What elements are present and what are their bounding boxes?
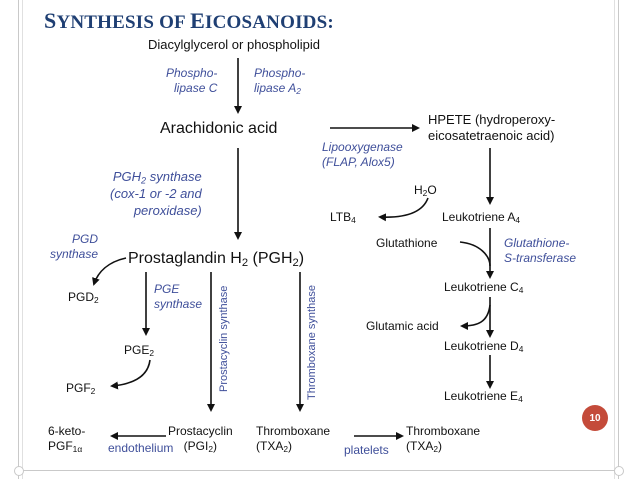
enzyme-pgh-line1: PGH2 synthase: [112, 169, 202, 186]
node-prostacyclin-line2: (PGI2): [183, 439, 218, 455]
node-keto-line2: PGF1α: [48, 439, 83, 455]
node-thromboxane-left-line1: Thromboxane: [256, 424, 331, 438]
frame-right-inner-line: [614, 0, 615, 479]
node-prostacyclin-line1: Prostacyclin: [168, 424, 233, 438]
node-pge2: PGE2: [124, 343, 155, 359]
enzyme-plc-line1: Phospho-: [166, 66, 218, 80]
node-prostacyclin: Prostacyclin (PGI2): [168, 424, 233, 454]
enzyme-pgd-synthase: PGD synthase: [50, 232, 98, 262]
enzyme-pge-line2: synthase: [154, 297, 203, 311]
node-hpete-line1: HPETE (hydroperoxy-: [428, 112, 556, 127]
node-pgd2: PGD2: [68, 290, 99, 306]
enzyme-pgh-line2: (cox-1 or -2 and: [110, 186, 202, 201]
node-water: H2O: [414, 183, 437, 199]
enzyme-thromboxane-synthase: Thromboxane synthase: [306, 285, 318, 400]
enzyme-phospholipase-a2: Phospho- lipase A2: [254, 66, 305, 96]
node-leukotriene-c4: Leukotriene C4: [444, 280, 524, 296]
arrow-pge2-to-pgf2: [110, 359, 151, 390]
frame-corner-left: [14, 466, 24, 476]
node-ltb4: LTB4: [330, 210, 356, 226]
enzyme-prostacyclin-synthase: Prostacyclin synthase: [218, 285, 230, 392]
arrow-glutathione-curve: [459, 241, 491, 267]
node-hpete-line2: eicosatetraenoic acid): [428, 128, 555, 143]
enzyme-lipo-line2: (FLAP, Alox5): [322, 155, 395, 169]
enzyme-pgh-line3: peroxidase): [133, 203, 202, 218]
enzyme-lipooxygenase: Lipooxygenase (FLAP, Alox5): [322, 140, 403, 170]
enzyme-glutathione-s-transferase: Glutathione- S-transferase: [504, 236, 576, 266]
node-thromboxane-left: Thromboxane (TXA2): [256, 424, 330, 454]
node-glutamic-acid: Glutamic acid: [366, 319, 439, 333]
node-keto-line1: 6-keto-: [48, 424, 86, 438]
enzyme-pgh2-synthase: PGH2 synthase (cox-1 or -2 and peroxidas…: [110, 168, 202, 219]
enzyme-lipo-line1: Lipooxygenase: [322, 140, 403, 154]
node-leukotriene-e4: Leukotriene E4: [444, 389, 523, 405]
node-pgf2: PGF2: [66, 381, 96, 397]
frame-bottom-line: [18, 470, 619, 471]
frame-right-line: [618, 0, 619, 479]
frame-left-inner-line: [22, 0, 23, 479]
node-thromboxane-left-line2: (TXA2): [256, 439, 293, 455]
node-diacylglycerol: Diacylglycerol or phospholipid: [148, 37, 320, 52]
slide-title: SYNTHESIS OF EICOSANOIDS:: [44, 8, 334, 33]
node-thromboxane-right: Thromboxane (TXA2): [406, 424, 480, 454]
enzyme-phospholipase-c: Phospho- lipase C: [166, 66, 217, 96]
enzyme-pgd-line2: synthase: [50, 247, 99, 261]
label-endothelium: endothelium: [108, 441, 174, 455]
enzyme-pge-line1: PGE: [154, 282, 180, 296]
frame-corner-right: [614, 466, 624, 476]
node-thromboxane-right-line1: Thromboxane: [406, 424, 481, 438]
enzyme-pla-line1: Phospho-: [254, 66, 306, 80]
node-6-keto-pgf1a: 6-keto- PGF1α: [48, 424, 85, 454]
node-prostaglandin-h2: Prostaglandin H2 (PGH2): [128, 250, 305, 269]
enzyme-gst-line1: Glutathione-: [504, 236, 570, 250]
arrow-pgh2-to-pgd2: [92, 257, 127, 286]
node-leukotriene-a4: Leukotriene A4: [442, 210, 521, 226]
arrow-ltc4-to-glutamic: [460, 304, 491, 330]
enzyme-gst-line2: S-transferase: [504, 251, 577, 265]
node-thromboxane-right-line2: (TXA2): [406, 439, 443, 455]
enzyme-pgd-line1: PGD: [72, 232, 99, 246]
page-number-badge: 10: [582, 405, 608, 431]
enzyme-plc-line2: lipase C: [174, 81, 218, 95]
enzyme-pge-synthase: PGE synthase: [154, 282, 202, 312]
node-leukotriene-d4: Leukotriene D4: [444, 339, 524, 355]
enzyme-pla-line2: lipase A2: [254, 81, 301, 97]
node-arachidonic-acid: Arachidonic acid: [160, 120, 278, 137]
frame-left-line: [18, 0, 19, 479]
node-hpete: HPETE (hydroperoxy- eicosatetraenoic aci…: [428, 112, 555, 144]
node-glutathione: Glutathione: [376, 236, 438, 250]
arrow-h2o-to-ltb4: [378, 197, 429, 222]
label-platelets: platelets: [344, 443, 389, 457]
